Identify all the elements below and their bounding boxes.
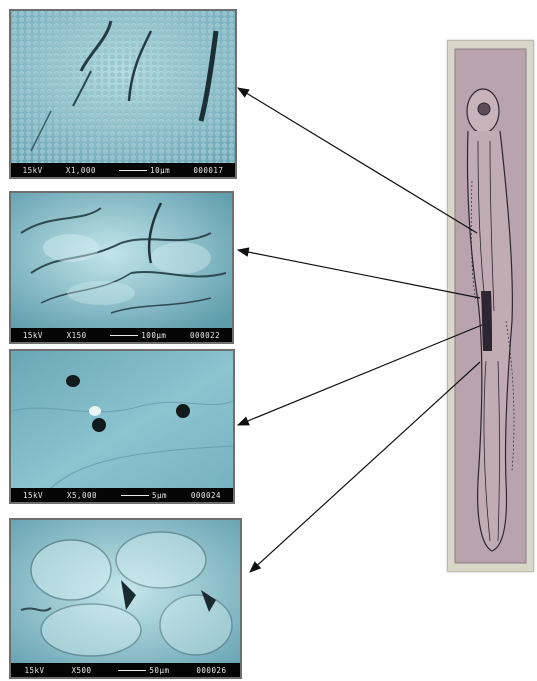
scale-length: 5µm: [121, 491, 167, 500]
image-number: 000024: [191, 491, 221, 500]
image-number: 000022: [190, 331, 220, 340]
specimen-drawing: [448, 41, 533, 571]
magnification: X500: [71, 666, 91, 675]
sem-image-scaly-surface: [11, 11, 235, 163]
specimen-illustration: [447, 40, 534, 572]
image-number: 000026: [196, 666, 226, 675]
sem-panel-3: 15kV X5,000 5µm 000024: [9, 349, 235, 504]
scale-length: 50µm: [118, 666, 169, 675]
sem-panel-1: 15kV X1,000 10µm 000017: [9, 9, 237, 179]
accelerating-voltage: 15kV: [23, 166, 43, 175]
accelerating-voltage: 15kV: [24, 666, 44, 675]
arrow-to-panel-1: [238, 88, 477, 233]
magnification: X1,000: [66, 166, 96, 175]
scale-bar: 15kV X5,000 5µm 000024: [11, 488, 233, 502]
accelerating-voltage: 15kV: [23, 491, 43, 500]
scale-bar: 15kV X1,000 10µm 000017: [11, 163, 235, 177]
sem-panel-4: 15kV X500 50µm 000026: [9, 518, 242, 679]
scale-length: 100µm: [110, 331, 166, 340]
scale-bar: 15kV X500 50µm 000026: [11, 663, 240, 677]
scale-bar: 15kV X150 100µm 000022: [11, 328, 232, 342]
sem-image-smooth-pores: [11, 351, 233, 488]
sem-image-clustered-cells: [11, 520, 240, 663]
arrow-to-panel-3: [238, 325, 482, 425]
arrow-to-panel-2: [238, 250, 480, 298]
sem-image-folded-cells: [11, 193, 232, 328]
magnification: X150: [67, 331, 87, 340]
magnification: X5,000: [67, 491, 97, 500]
arrow-to-panel-4: [250, 362, 480, 572]
sem-panel-2: 15kV X150 100µm 000022: [9, 191, 234, 344]
accelerating-voltage: 15kV: [23, 331, 43, 340]
scale-length: 10µm: [119, 166, 170, 175]
image-number: 000017: [193, 166, 223, 175]
